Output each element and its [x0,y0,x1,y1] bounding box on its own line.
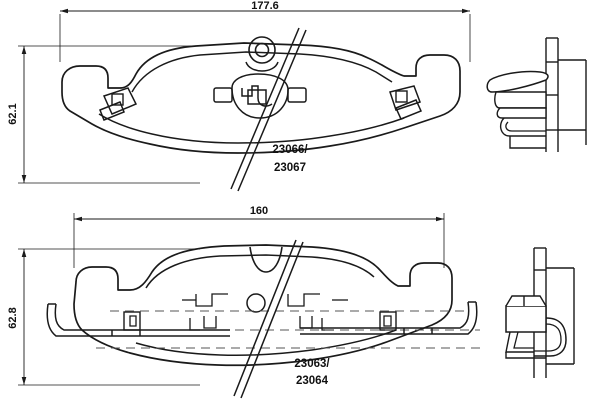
upper-length-dimension [59,8,471,62]
lower-pad-outline [73,244,453,367]
upper-pad-outline [61,42,461,154]
lower-section-line [233,239,304,399]
lower-left-clip-detail [123,293,228,331]
lower-right-clip-detail [287,293,397,331]
lower-length-label: 160 [250,205,268,217]
upper-right-sensor-lug [389,85,423,120]
upper-left-sensor-lug [99,87,138,121]
upper-retaining-clip [213,73,307,119]
upper-side-profile-view [486,37,587,152]
lower-friction-contour [135,254,397,356]
upper-part-number-line2: 23067 [274,162,306,174]
lower-right-spring-arm [300,301,478,335]
upper-height-label: 62.1 [7,103,19,124]
upper-height-dimension [18,45,200,184]
lower-height-label: 62.8 [7,307,19,328]
lower-assembly: 23063/ 23064 160 62.8 [7,205,575,399]
lower-part-number-line2: 23064 [296,375,329,387]
lower-side-profile-view [505,247,575,378]
lower-length-dimension [73,213,445,268]
upper-part-number-line1: 23066/ [272,144,308,156]
upper-section-line [230,27,307,192]
lower-left-spring-arm [46,303,230,337]
lower-height-dimension [18,248,200,386]
upper-length-label: 177.6 [251,0,279,12]
lower-part-number-line1: 23063/ [294,358,330,370]
upper-assembly: 23066/ 23067 177.6 62.1 [7,0,587,192]
upper-mounting-hole [245,36,279,72]
upper-friction-contour [98,51,405,144]
lower-center-notch [246,246,283,313]
